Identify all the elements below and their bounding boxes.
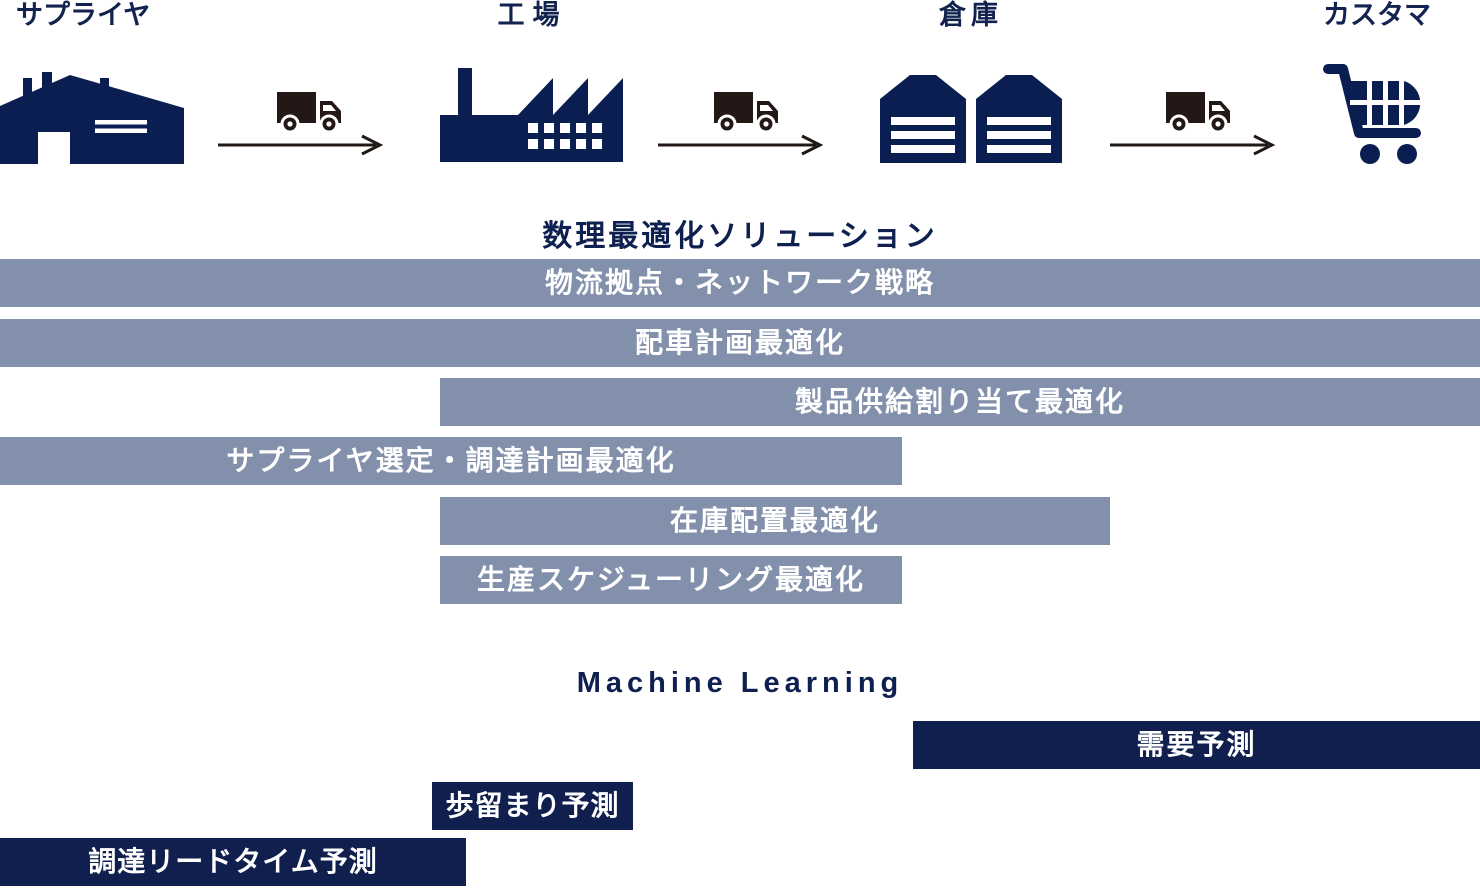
factory-label: 工場: [497, 0, 568, 30]
optimization-section-title: 数理最適化ソリューション: [542, 220, 938, 253]
truck-icon: [1166, 92, 1230, 141]
ml-bar-demand-forecast: 需要予測: [913, 721, 1480, 769]
optimization-bar-inventory-placement: 在庫配置最適化: [440, 497, 1110, 545]
optimization-bar-vehicle-routing: 配車計画最適化: [0, 319, 1480, 367]
optimization-bar-logistics-network: 物流拠点・ネットワーク戦略: [0, 259, 1480, 307]
truck-icon: [714, 92, 778, 141]
optimization-bar-supply-allocation: 製品供給割り当て最適化: [440, 378, 1480, 426]
machine-learning-section-title: Machine Learning: [576, 667, 904, 699]
flow-arrow-icon: [1108, 133, 1284, 162]
customer-label: カスタマ: [1323, 0, 1431, 30]
ml-bar-yield-forecast: 歩留まり予測: [432, 782, 633, 830]
warehouse-icon: [880, 75, 1062, 168]
supplier-warehouse-icon: [0, 69, 184, 169]
factory-icon: [440, 68, 625, 167]
ml-bar-procurement-leadtime-forecast: 調達リードタイム予測: [0, 838, 466, 886]
flow-arrow-icon: [216, 133, 392, 162]
optimization-bar-supplier-selection: サプライヤ選定・調達計画最適化: [0, 437, 902, 485]
flow-arrow-icon: [656, 133, 832, 162]
optimization-bar-production-scheduling: 生産スケジューリング最適化: [440, 556, 902, 604]
warehouse-label: 倉庫: [939, 0, 1003, 30]
truck-icon: [277, 92, 341, 141]
shopping-cart-icon: [1320, 55, 1432, 172]
supplier-label: サプライヤ: [16, 0, 151, 30]
